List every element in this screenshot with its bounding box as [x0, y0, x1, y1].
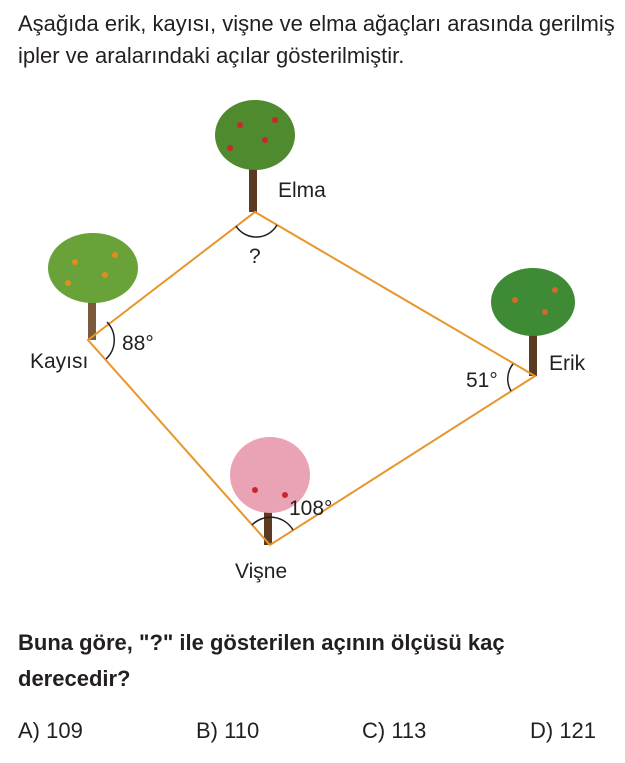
option-a[interactable]: A) 109	[18, 718, 83, 743]
angle-elma: ?	[249, 245, 261, 268]
angle-kayisi: 88°	[122, 332, 154, 355]
intro-text: Aşağıda erik, kayısı, vişne ve elma ağaç…	[18, 11, 615, 68]
angle-arc-erik	[507, 363, 514, 392]
kayisi-tree-icon	[48, 233, 138, 340]
angle-arc-kayisi	[105, 321, 115, 360]
visne-tree-icon	[230, 437, 310, 545]
rope-quadrilateral	[86, 210, 537, 547]
label-kayisi: Kayısı	[30, 350, 88, 373]
angle-arc-visne	[251, 516, 294, 531]
label-elma: Elma	[278, 179, 326, 202]
label-erik: Erik	[549, 352, 586, 375]
elma-tree-icon	[215, 100, 295, 212]
angle-erik: 51°	[466, 369, 498, 392]
label-visne: Vişne	[235, 560, 287, 583]
question-text: Buna göre, "?" ile gösterilen açının ölç…	[18, 630, 505, 691]
option-c[interactable]: C) 113	[362, 718, 427, 743]
option-d[interactable]: D) 121	[530, 718, 597, 743]
angle-arc-elma	[235, 224, 278, 238]
option-b[interactable]: B) 110	[196, 718, 260, 743]
erik-tree-icon	[491, 268, 575, 376]
angle-visne: 108°	[289, 497, 332, 520]
